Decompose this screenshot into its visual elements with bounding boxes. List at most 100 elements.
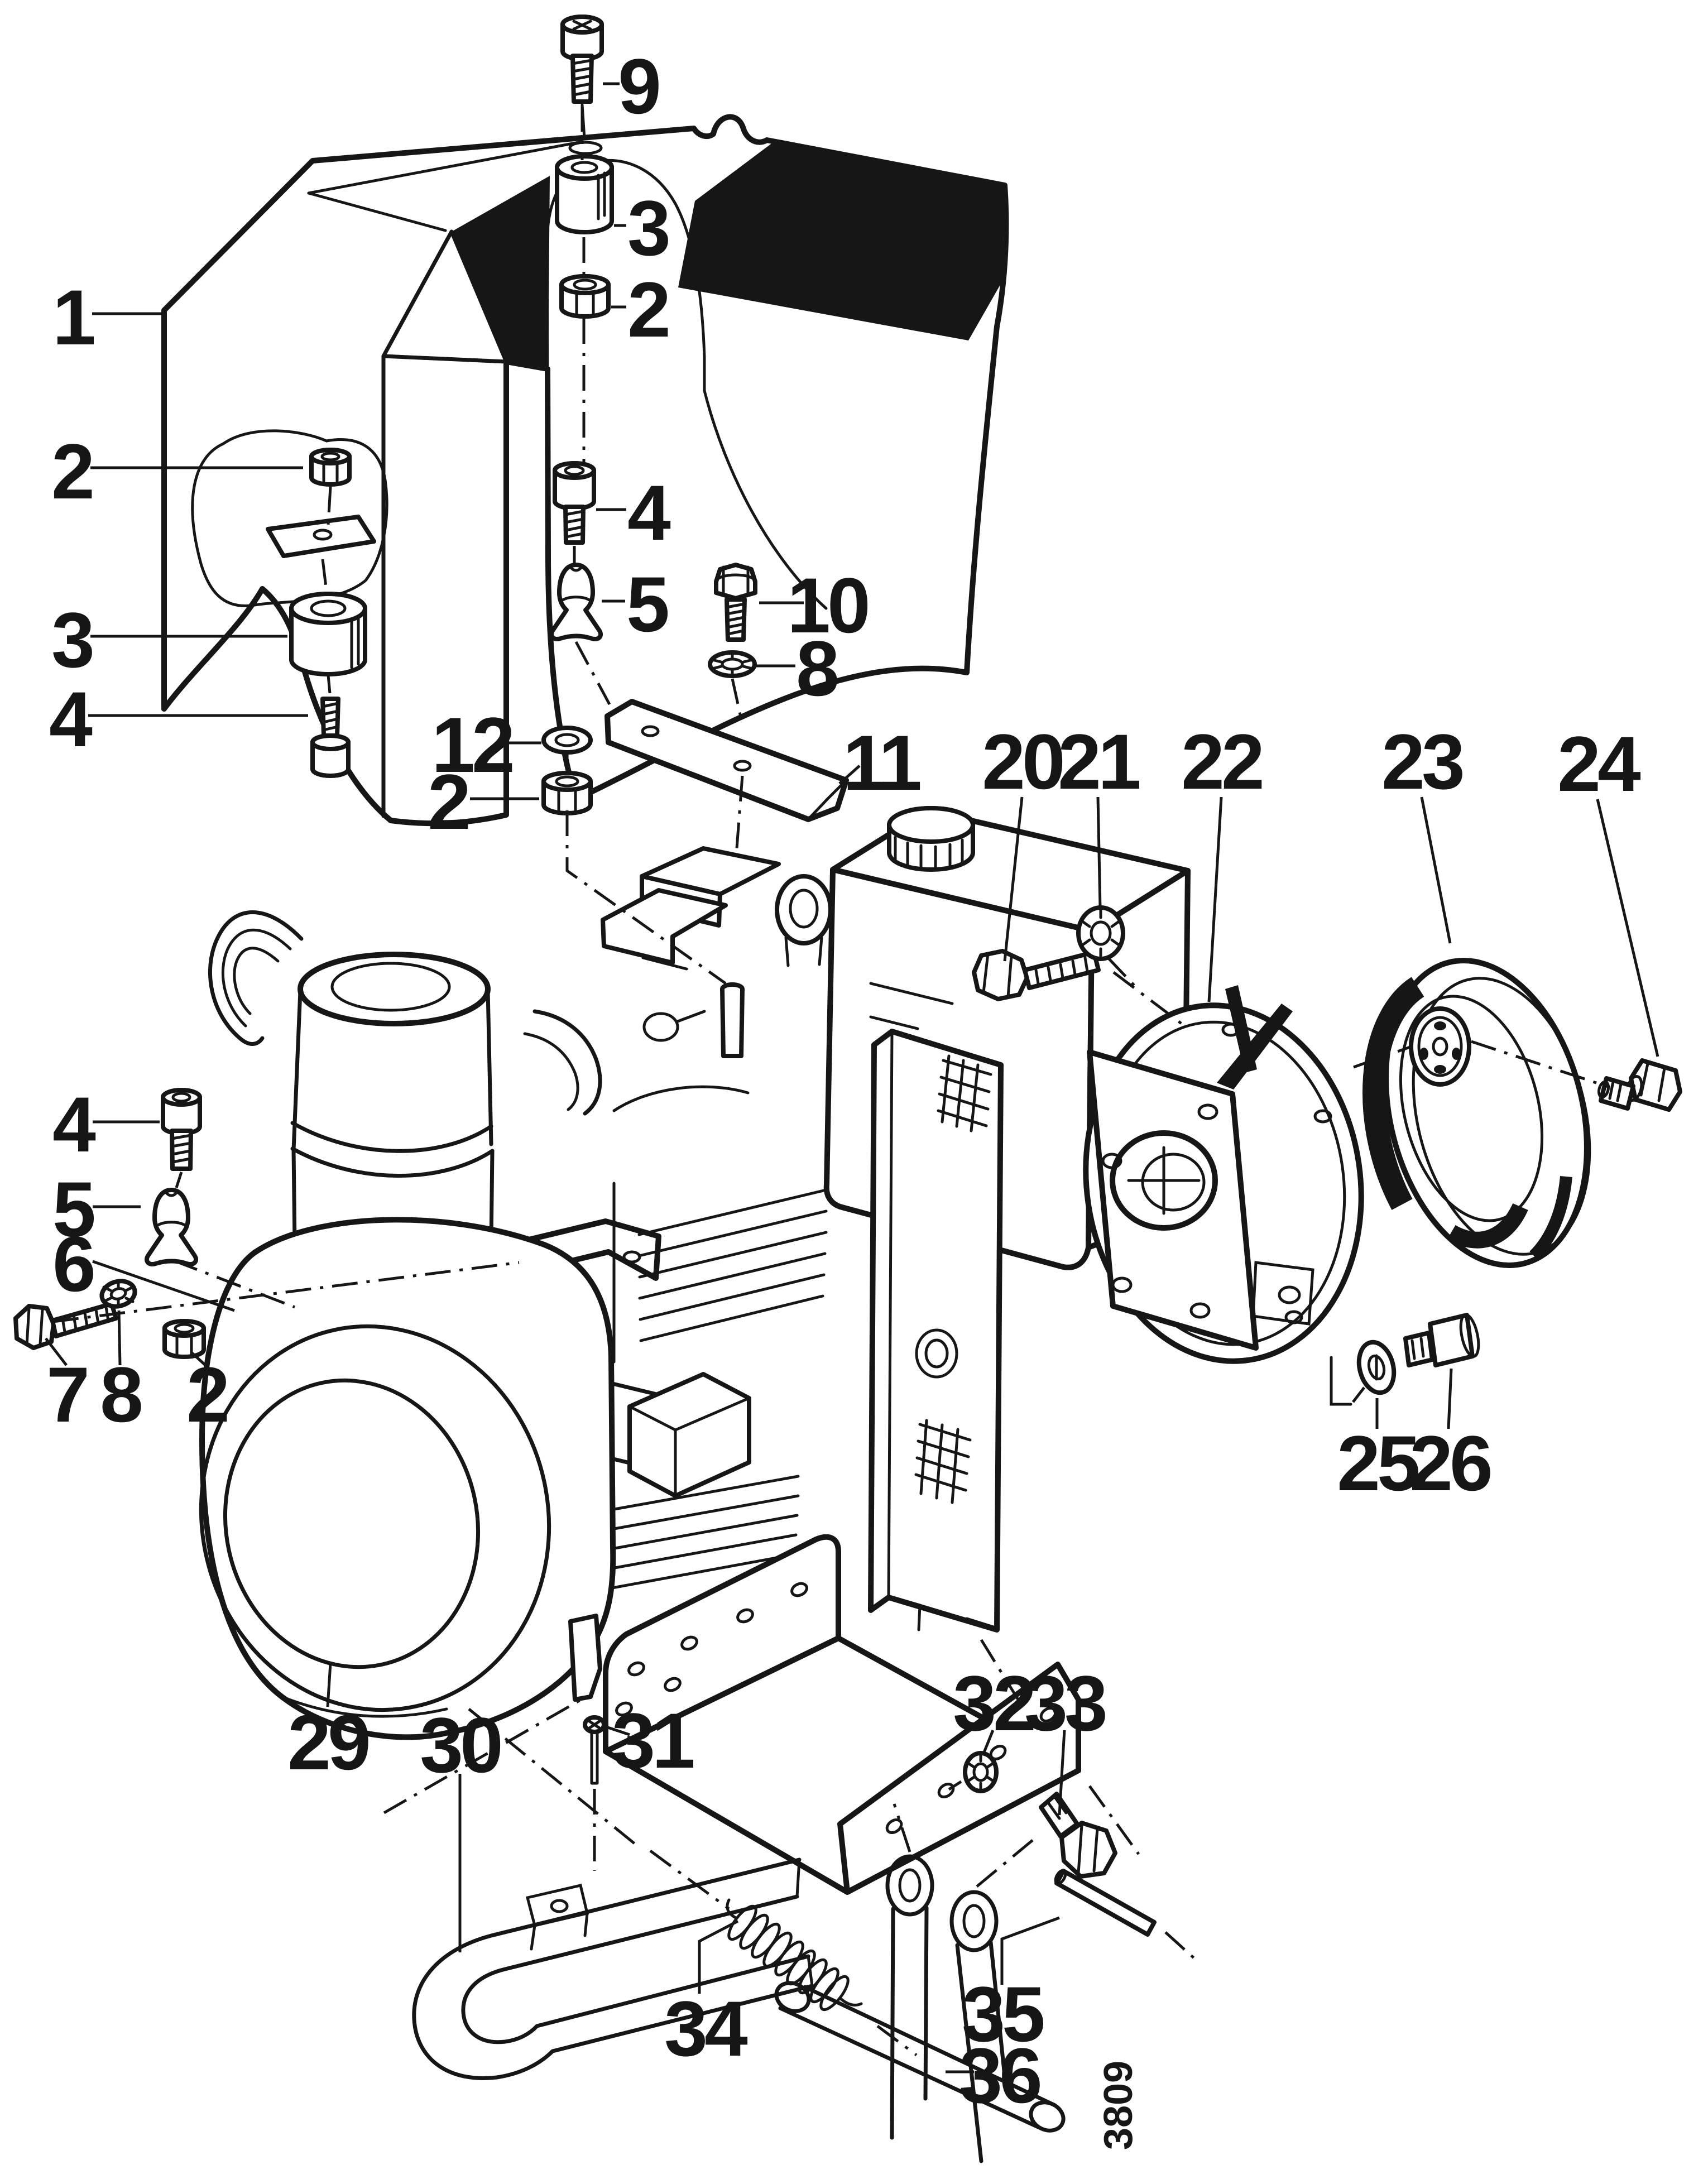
part-callout-30: 30	[420, 1701, 501, 1789]
cone-mount-5-left	[144, 1188, 199, 1266]
part-callout-12: 12	[431, 701, 512, 789]
part-callout-29: 29	[287, 1698, 368, 1786]
bolt-4-left-lower	[310, 697, 351, 778]
fan-shroud	[199, 1217, 616, 1740]
part-callout-7: 7	[46, 1351, 87, 1438]
leader-line-21	[1096, 796, 1102, 908]
bolt-4-left	[161, 1088, 202, 1171]
shroud-clip	[568, 1614, 602, 1702]
screw-31	[583, 1715, 606, 1785]
leader-line-7	[45, 1337, 68, 1366]
part-callout-5: 5	[52, 1165, 94, 1253]
part-callout-4: 4	[627, 469, 671, 556]
mount-stud	[720, 982, 745, 1058]
window-plate	[266, 515, 376, 558]
leader-line-23	[1420, 796, 1452, 944]
part-callout-5: 5	[626, 560, 668, 648]
part-callout-8: 8	[796, 625, 837, 712]
part-callout-2: 2	[51, 428, 92, 515]
bolt-26	[1403, 1313, 1480, 1367]
part-callout-31: 31	[612, 1697, 693, 1784]
part-callout-10: 10	[787, 561, 868, 649]
part-callout-6: 6	[52, 1220, 93, 1308]
cone-mount-5-mid	[549, 563, 603, 641]
part-callout-3: 3	[51, 596, 92, 684]
spacer-3-top	[555, 154, 614, 234]
leader-line-33	[1058, 1730, 1066, 1816]
part-callout-35: 35	[962, 1970, 1043, 2058]
bolt-20	[972, 949, 1101, 1001]
muffler	[868, 1029, 1004, 1633]
filler-cap	[887, 806, 975, 872]
bolt-24	[1597, 1058, 1682, 1112]
washer-12	[541, 726, 593, 755]
part-callout-8: 8	[100, 1351, 141, 1438]
nut-2-left	[162, 1319, 206, 1359]
base-plate	[603, 1534, 1081, 1895]
base-assembly	[412, 1534, 1157, 2163]
part-callout-33: 33	[1024, 1659, 1105, 1747]
leader-line-22	[1207, 796, 1223, 1002]
bolt-33	[1039, 1792, 1117, 1879]
part-callout-34: 34	[664, 1985, 748, 2072]
part-callout-2: 2	[627, 266, 668, 353]
nut-2-mid	[541, 771, 593, 815]
bolt-4-mid	[553, 461, 596, 545]
nut-2-top	[559, 274, 611, 319]
leader-line-24	[1596, 799, 1659, 1057]
top-hardware	[289, 15, 849, 822]
leader-line-31	[606, 1725, 630, 1736]
washer-8-left	[99, 1279, 137, 1309]
part-callout-24: 24	[1557, 720, 1641, 808]
part-callout-26: 26	[1409, 1419, 1490, 1507]
washer-25	[1356, 1340, 1397, 1395]
leader-line-26	[1447, 1368, 1453, 1429]
part-callout-2: 2	[428, 758, 468, 846]
voltage-regulator	[610, 1372, 800, 1590]
center-lines	[52, 106, 1610, 2057]
part-callout-32: 32	[953, 1659, 1034, 1747]
bolt-10	[714, 563, 757, 642]
pin-35	[1054, 1869, 1157, 1937]
pto-assembly	[972, 905, 1682, 1406]
leader-line-2	[191, 1352, 207, 1366]
leader-line-11	[838, 765, 861, 785]
spring-34	[726, 1898, 863, 2012]
drawing-number: 3809	[1096, 2061, 1141, 2150]
part-callout-3: 3	[627, 184, 668, 272]
cylinder-fins	[612, 1085, 828, 1364]
part-callout-9: 9	[618, 42, 659, 130]
part-callout-20: 20	[982, 718, 1063, 805]
part-callout-11: 11	[843, 719, 920, 807]
bolt-9	[560, 15, 604, 140]
leader-line-20	[1003, 796, 1024, 962]
stand-36	[774, 1854, 1066, 2163]
bracket-11	[604, 699, 849, 822]
lifting-eye	[775, 874, 833, 967]
air-filter	[208, 910, 602, 1363]
part-callout-36: 36	[959, 2032, 1040, 2119]
cover-shadow-stripe	[678, 142, 1005, 340]
leader-line-32	[982, 1730, 995, 1754]
cover-cutout-window	[191, 429, 388, 608]
window-nut	[309, 448, 352, 487]
pulley-hub	[1409, 1006, 1471, 1087]
washer-21	[1076, 905, 1125, 961]
bolt-7	[13, 1302, 118, 1350]
handle-frame-30	[412, 1857, 814, 2080]
washer-8-mid	[708, 650, 757, 678]
bell-housing-22	[1083, 985, 1364, 1406]
leader-line-8	[117, 1310, 122, 1366]
part-callout-25: 25	[1337, 1419, 1418, 1507]
cylinder-head	[601, 846, 833, 1058]
leader-line-6	[92, 1260, 235, 1312]
part-callout-2: 2	[186, 1351, 227, 1438]
leader-line-34	[698, 1919, 739, 1994]
mount-3-left	[289, 592, 367, 676]
part-callout-22: 22	[1181, 718, 1262, 805]
part-callout-1: 1	[52, 273, 94, 361]
cover-shadow-left	[452, 176, 550, 369]
